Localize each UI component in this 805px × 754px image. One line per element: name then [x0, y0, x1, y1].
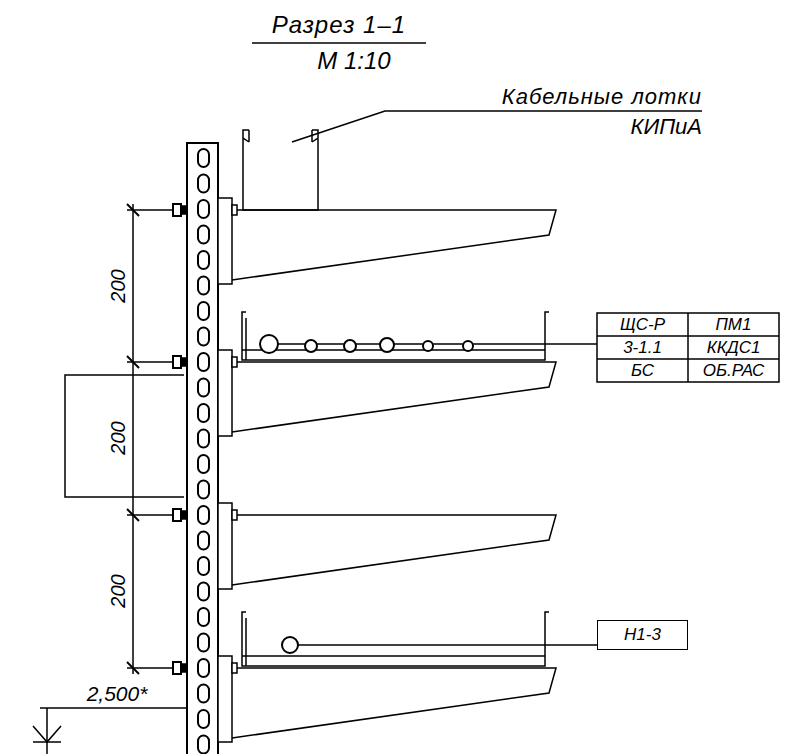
- instrument-tray: [243, 130, 318, 210]
- dimension-value: 200: [106, 256, 130, 316]
- slot: [198, 455, 209, 473]
- bracket: [173, 503, 556, 589]
- leader-line: [298, 644, 597, 646]
- slot: [198, 149, 209, 167]
- channel-strut: [187, 143, 218, 754]
- cable-table: [597, 313, 779, 382]
- slot: [198, 532, 209, 550]
- slot: [198, 659, 209, 677]
- cables: [260, 335, 473, 653]
- dimension-value: 200: [106, 408, 130, 468]
- slot: [198, 557, 209, 575]
- table-cell: ККДС1: [688, 337, 779, 359]
- slot: [198, 328, 209, 346]
- cable-tray: [242, 612, 549, 666]
- title-underline: [252, 42, 426, 44]
- table-cell: ЩС-Р: [597, 314, 688, 336]
- table-cell: ОБ.РАС: [688, 360, 779, 382]
- brackets: [173, 198, 556, 742]
- strut-slots: [198, 149, 209, 754]
- dimension-value: 200: [106, 561, 130, 621]
- slot: [198, 430, 209, 448]
- level-mark: [33, 708, 186, 754]
- slot: [198, 302, 209, 320]
- callout-label: КИПиА: [560, 114, 702, 140]
- slot: [198, 277, 209, 295]
- slot: [198, 608, 209, 626]
- section-title: Разрез 1–1: [250, 12, 428, 38]
- bracket: [173, 656, 556, 742]
- bracket: [173, 350, 556, 436]
- dimension-lines: [127, 204, 187, 674]
- table-cell: ПМ1: [688, 314, 779, 336]
- slot: [198, 379, 209, 397]
- slot: [198, 353, 209, 371]
- slot: [198, 583, 209, 601]
- slot: [198, 175, 209, 193]
- marker-box: Н1-3: [597, 620, 688, 650]
- slot: [198, 736, 209, 754]
- frame-line: [65, 375, 184, 497]
- table-cell: 3-1.1: [597, 337, 688, 359]
- slot: [198, 481, 209, 499]
- leader-line: [292, 111, 702, 142]
- slot: [198, 404, 209, 422]
- slot: [198, 685, 209, 703]
- cable-tray: [242, 312, 549, 360]
- table-cell: БС: [597, 360, 688, 382]
- bracket: [173, 198, 556, 284]
- slot: [198, 251, 209, 269]
- slot: [198, 634, 209, 652]
- callout-label: Кабельные лотки: [386, 84, 702, 110]
- leader-line: [278, 343, 597, 345]
- slot: [198, 226, 209, 244]
- level-mark-value: 2,500*: [62, 682, 172, 706]
- marker-text: Н1-3: [624, 626, 661, 645]
- slot: [198, 200, 209, 218]
- slot: [198, 710, 209, 728]
- scale-label: М 1:10: [296, 47, 412, 75]
- slot: [198, 506, 209, 524]
